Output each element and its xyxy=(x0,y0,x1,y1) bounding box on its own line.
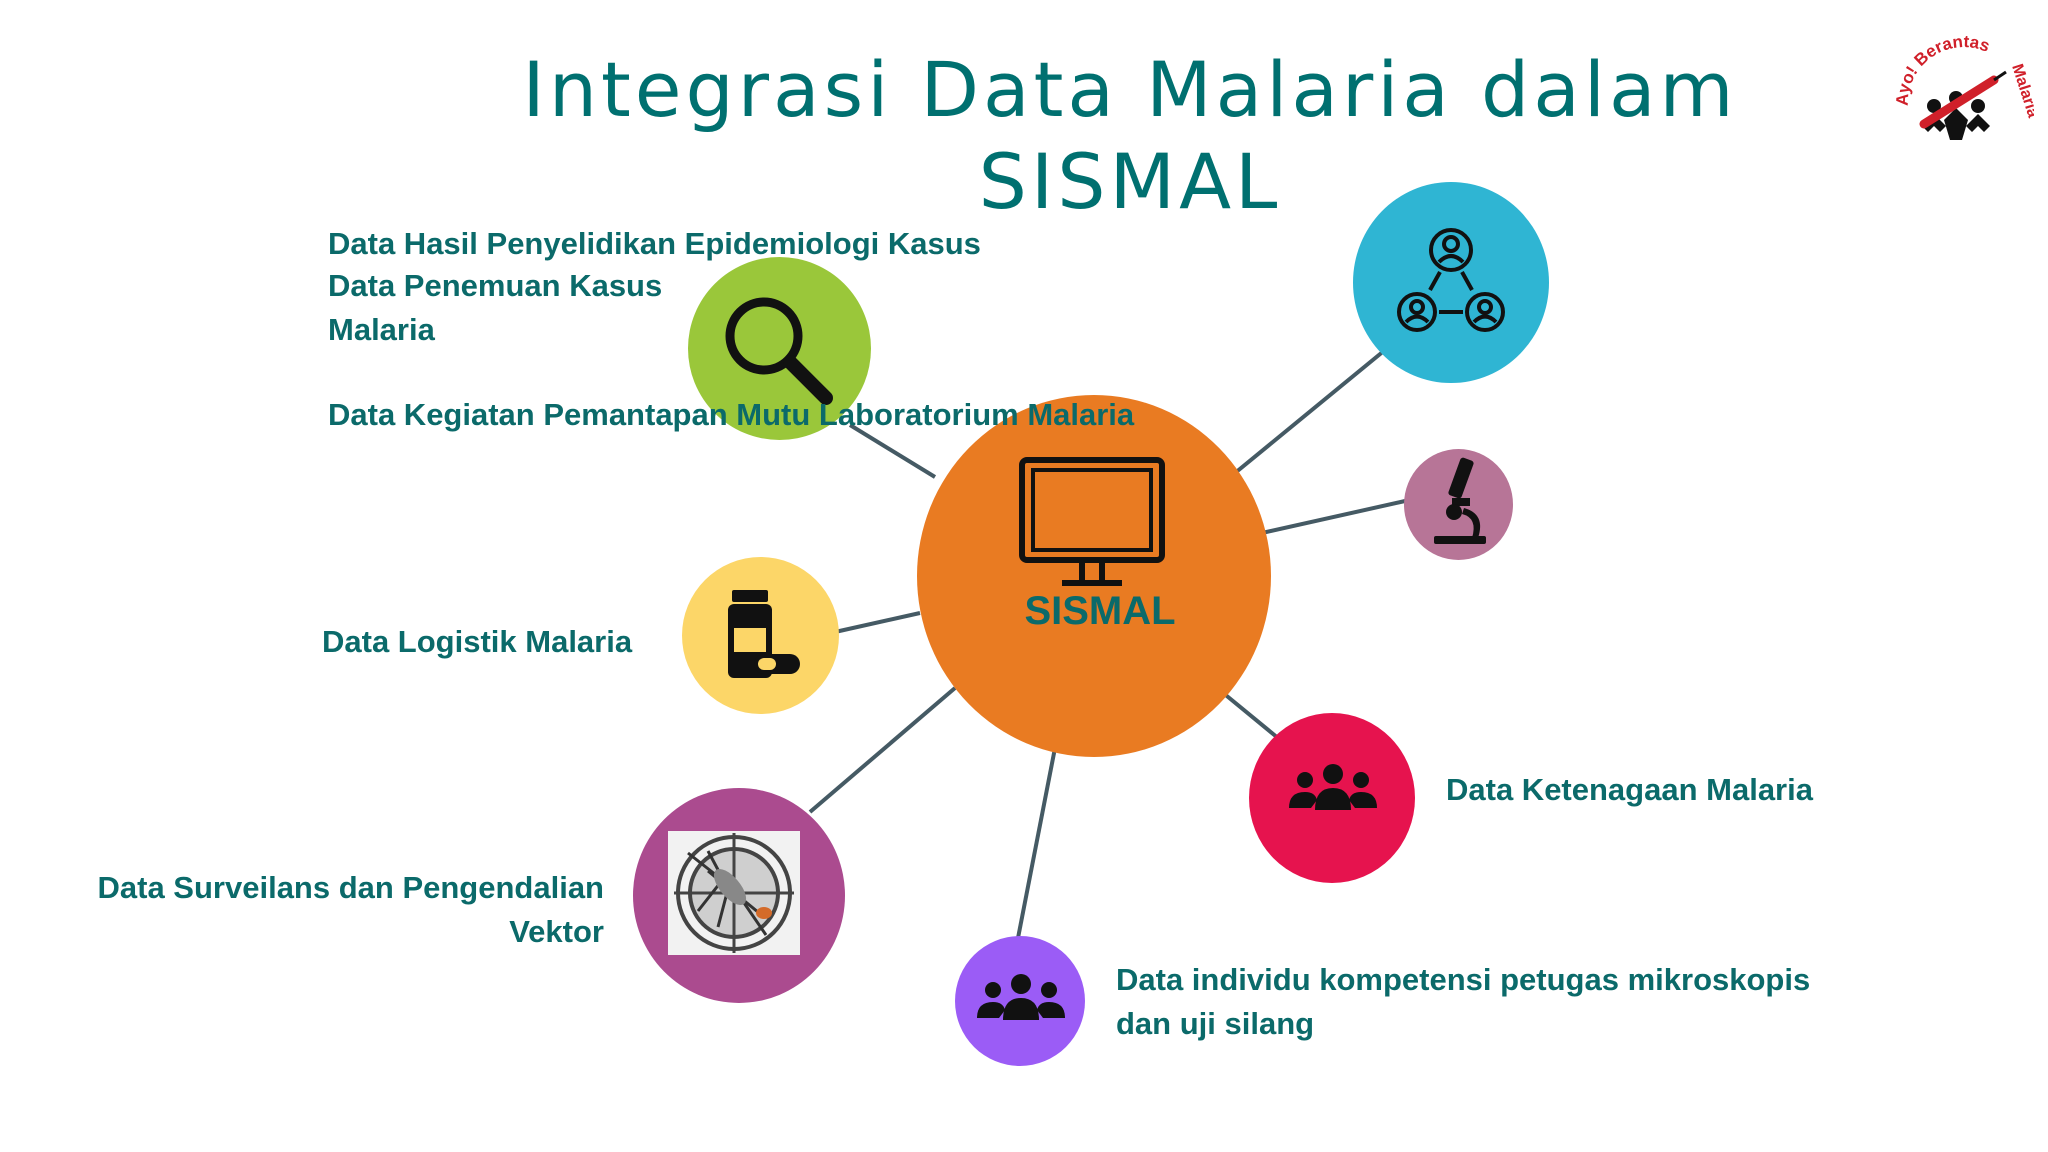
logo-text-side: Malaria xyxy=(2008,62,2034,120)
mosquito-icon xyxy=(668,831,800,955)
label-pe-kasus: Data Hasil Penyelidikan Epidemiologi Kas… xyxy=(328,226,981,261)
people-group-icon xyxy=(977,974,1065,1020)
ayo-berantas-malaria-logo: Ayo! Berantas Malaria xyxy=(1894,36,2034,140)
svg-text:Ayo! Berantas: Ayo! Berantas xyxy=(1894,36,1992,106)
connector-vector xyxy=(808,686,957,814)
label-individu-kompetensi: Data individu kompetensi petugas mikrosk… xyxy=(1116,958,1810,1046)
connector-individual xyxy=(1016,747,1057,939)
label-surveilans-vektor: Data Surveilans dan Pengendalian Vektor xyxy=(60,866,605,954)
sismal-center-label: SISMAL xyxy=(1024,589,1176,633)
microscope-icon xyxy=(1434,457,1486,544)
connector-logistics xyxy=(834,611,921,634)
label-surveilans-line-1: Data Surveilans dan Pengendalian xyxy=(97,870,605,905)
logo-text-top: Ayo! Berantas xyxy=(1894,36,1992,106)
page-title: Integrasi Data Malaria dalam SISMAL xyxy=(380,44,1880,228)
label-surveilans-line-2: Vektor xyxy=(509,914,604,949)
connector-staff xyxy=(1220,690,1280,740)
user-network-icon xyxy=(1397,228,1505,332)
logo-syringe-icon xyxy=(1919,75,1999,129)
magnifier-icon xyxy=(725,297,833,405)
people-group-icon xyxy=(1289,764,1377,810)
label-pemantapan-mutu: Data Kegiatan Pemantapan Mutu Laboratori… xyxy=(328,397,1135,432)
label-individu-line-1: Data individu kompetensi petugas mikrosk… xyxy=(1116,962,1811,997)
title-line-2: SISMAL xyxy=(978,137,1282,226)
label-ketenagaan: Data Ketenagaan Malaria xyxy=(1446,772,1813,807)
label-penemuan-line-2: Malaria xyxy=(328,312,435,347)
connector-microscope xyxy=(1261,499,1406,535)
label-penemuan-kasus: Data Penemuan Kasus Malaria xyxy=(328,264,662,352)
title-line-1: Integrasi Data Malaria dalam xyxy=(522,45,1738,134)
label-individu-line-2: dan uji silang xyxy=(1116,1006,1315,1041)
monitor-icon xyxy=(1019,457,1165,586)
node-search xyxy=(688,257,871,440)
connector-network xyxy=(1233,348,1387,475)
sismal-center-circle xyxy=(917,395,1271,757)
label-penemuan-line-1: Data Penemuan Kasus xyxy=(328,268,663,303)
node-user-network xyxy=(1353,182,1549,383)
connector-search xyxy=(848,423,937,479)
label-logistik: Data Logistik Malaria xyxy=(322,624,633,659)
medicine-bottle-icon xyxy=(728,590,800,678)
